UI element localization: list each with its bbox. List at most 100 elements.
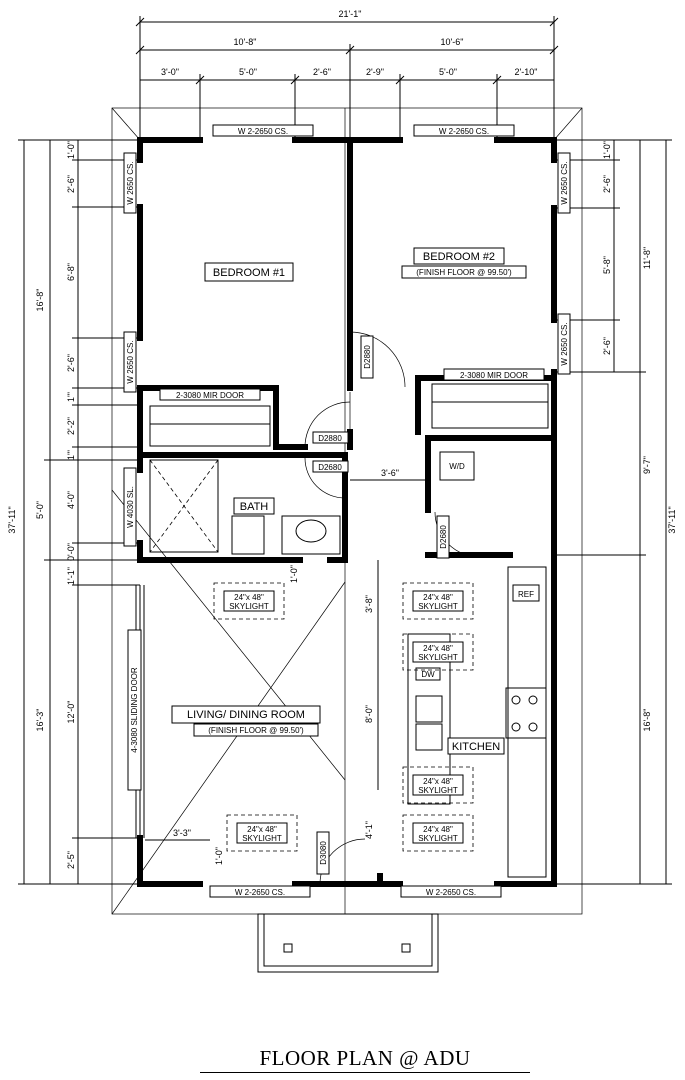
window-left-bath (123, 467, 137, 547)
skylight-label: SKYLIGHT (229, 602, 269, 611)
svg-text:W 2650 CS.: W 2650 CS. (126, 161, 135, 204)
hall-dim: 3'-6" (381, 468, 399, 478)
svg-text:W 2650 CS.: W 2650 CS. (560, 322, 569, 365)
dim-l11: 12'-0" (66, 701, 76, 724)
dim-seg-a: 3'-0" (161, 67, 179, 77)
windows: W 2-2650 CS. W 2-2650 CS. W 2-2650 CS. W… (123, 124, 571, 898)
kitchen-fixtures: W/D REF DW (407, 451, 547, 878)
svg-text:W 2650 CS.: W 2650 CS. (126, 340, 135, 383)
window-top-left (212, 124, 314, 137)
right-half-dim: 10'-6" (441, 37, 464, 47)
skylight: 24"x 48"SKYLIGHT (226, 814, 298, 852)
window-right-bed2-lower (557, 313, 571, 375)
bath-fixtures (149, 459, 341, 555)
svg-text:W 2650 CS.: W 2650 CS. (560, 161, 569, 204)
skylight-size: 24"x 48" (423, 644, 453, 653)
kitchen-dim-3: 4'-1" (364, 821, 374, 839)
living-dim-3: 1'-0" (289, 565, 299, 583)
door-d3080: D3080 (319, 841, 328, 865)
left-lower-dim: 16'-3" (35, 709, 45, 732)
dim-l5: 1'" (66, 392, 76, 402)
kitchen-label: KITCHEN (452, 741, 500, 753)
dim-r4: 2'-6" (602, 337, 612, 355)
skylight-size: 24"x 48" (247, 825, 277, 834)
dim-l6: 2'-2" (66, 417, 76, 435)
kitchen-dim-1: 3'-8" (364, 595, 374, 613)
interior-dimensions: 3'-6" 3'-8" 8'-0" 4'-1" 3'-3" 1'-0" 1'-0… (145, 468, 428, 865)
dim-l7: 1'" (66, 450, 76, 460)
bedroom1-label: BEDROOM #1 (213, 267, 285, 279)
dim-l9: 0'-0" (66, 543, 76, 561)
window-right-bed2 (557, 152, 571, 214)
entry-porch (257, 913, 439, 973)
dim-seg-c: 2'-6" (313, 67, 331, 77)
dim-r1: 1'-0" (602, 141, 612, 159)
overall-left-dim: 37'-11" (7, 506, 17, 533)
kitchen-dim-2: 8'-0" (364, 705, 374, 723)
skylight: 24"x 48"SKYLIGHT (213, 582, 285, 620)
overall-right-dim: 37'-11" (667, 506, 677, 533)
door-d2680-bath: D2680 (318, 463, 342, 472)
right-upper-dim: 11'-8" (642, 247, 652, 269)
window-left-bed1 (123, 152, 137, 214)
svg-text:W 2-2650 CS.: W 2-2650 CS. (235, 888, 285, 897)
dim-seg-e: 5'-0" (439, 67, 457, 77)
right-dimensions: 37'-11" 11'-8" 9'-7" 16'-8" 1'-0" 2'-6" … (554, 139, 677, 885)
door-d2880-hall: D2880 (318, 434, 342, 443)
skylight-size: 24"x 48" (423, 777, 453, 786)
right-lower-dim: 16'-8" (642, 709, 652, 732)
skylight-size: 24"x 48" (423, 825, 453, 834)
left-upper-dim: 16'-8" (35, 289, 45, 312)
dim-l8: 4'-0" (66, 491, 76, 509)
skylight-label: SKYLIGHT (418, 653, 458, 662)
ref-label: REF (518, 590, 534, 599)
dim-l3: 6'-8" (66, 263, 76, 281)
svg-text:W 2-2650 CS.: W 2-2650 CS. (439, 127, 489, 136)
skylight: 24"x 48"SKYLIGHT (402, 633, 474, 671)
window-bottom-right (400, 885, 502, 898)
sliding-door: 4-3080 SLIDING DOOR (127, 585, 145, 838)
left-half-dim: 10'-8" (234, 37, 257, 47)
door-d2680-laundry: D2680 (439, 525, 448, 549)
door-d2880-bed2: D2880 (363, 345, 372, 369)
dim-l4: 2'-6" (66, 354, 76, 372)
living-note: (FINISH FLOOR @ 99.50') (208, 726, 304, 735)
skylight-size: 24"x 48" (234, 593, 264, 602)
dim-r3: 5'-8" (602, 256, 612, 274)
living-dim-1: 3'-3" (173, 828, 191, 838)
window-top-right (413, 124, 515, 137)
left-mid-dim: 5'-0" (35, 501, 45, 519)
wd-label: W/D (449, 462, 465, 471)
dim-l10: 1'-1" (66, 567, 76, 585)
closets: 2-3080 MIR DOOR 2-3080 MIR DOOR (149, 368, 549, 447)
living-dim-2: 1'-0" (214, 847, 224, 865)
drawing-title: FLOOR PLAN @ ADU (200, 1046, 530, 1073)
dim-seg-d: 2'-9" (366, 67, 384, 77)
skylight: 24"x 48"SKYLIGHT (402, 582, 474, 620)
dim-seg-f: 2'-10" (515, 67, 538, 77)
closet1-door-label: 2-3080 MIR DOOR (176, 391, 244, 400)
bedroom2-note: (FINISH FLOOR @ 99.50') (416, 268, 512, 277)
dim-seg-b: 5'-0" (239, 67, 257, 77)
window-bottom-left (209, 885, 311, 898)
bedroom2-label: BEDROOM #2 (423, 251, 495, 263)
svg-text:W 4030 SL.: W 4030 SL. (126, 486, 135, 528)
skylight: 24"x 48"SKYLIGHT (402, 766, 474, 804)
dim-l1: 1'-0" (66, 141, 76, 159)
sliding-door-label: 4-3080 SLIDING DOOR (130, 667, 139, 753)
top-dimensions: 21'-1" 10'-8" 10'-6" 3'-0" 5'-0" 2'-6" 2… (135, 9, 559, 140)
dim-r2: 2'-6" (602, 175, 612, 193)
dim-l2: 2'-6" (66, 175, 76, 193)
skylight: 24"x 48"SKYLIGHT (402, 814, 474, 852)
living-label: LIVING/ DINING ROOM (187, 709, 305, 721)
svg-text:W 2-2650 CS.: W 2-2650 CS. (238, 127, 288, 136)
bath-label: BATH (240, 501, 269, 513)
window-left-bed1-lower (123, 331, 137, 393)
svg-text:W 2-2650 CS.: W 2-2650 CS. (426, 888, 476, 897)
dw-label: DW (421, 670, 435, 679)
skylight-size: 24"x 48" (423, 593, 453, 602)
right-mid-dim: 9'-7" (642, 456, 652, 474)
closet2-door-label: 2-3080 MIR DOOR (460, 371, 528, 380)
skylight-label: SKYLIGHT (418, 602, 458, 611)
